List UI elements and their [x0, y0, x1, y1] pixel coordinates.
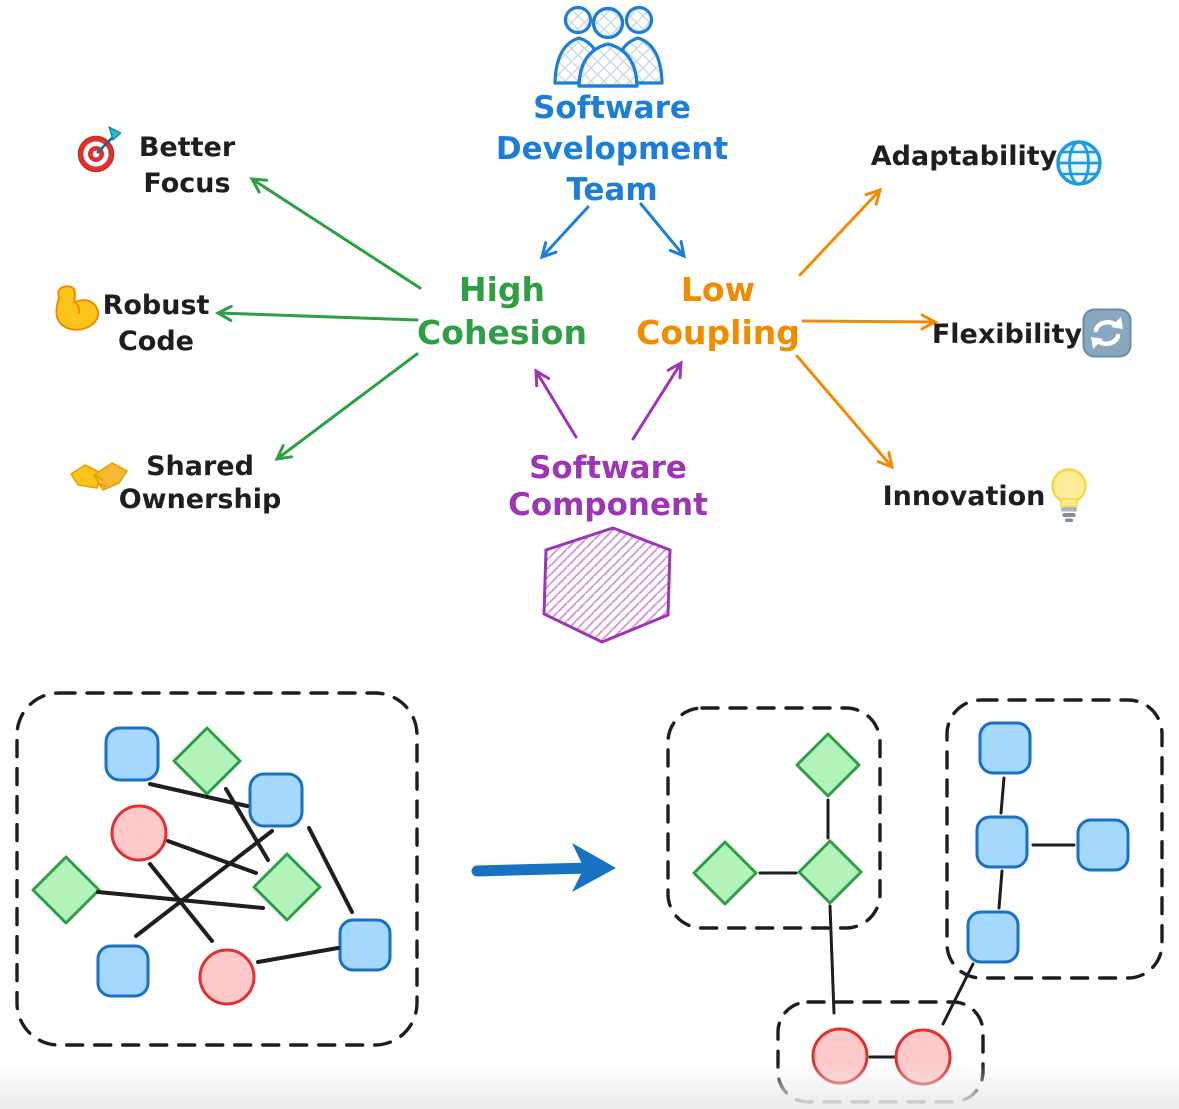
arrow-coupling-to-innovation: [795, 354, 895, 470]
benefit-line: Better: [138, 132, 236, 163]
arrow-component-to-coupling: [631, 360, 683, 441]
red-circle-node: [198, 948, 256, 1006]
blue-square-node: [338, 918, 392, 972]
transformation-arrow: [471, 843, 616, 892]
team-people-icon: [553, 5, 664, 88]
blue-group-box: [945, 698, 1164, 980]
benefit-line: Robust: [102, 290, 210, 321]
shared-ownership-label: Shared Ownership: [119, 450, 282, 516]
tangled-group: [31, 726, 392, 1006]
software-component-line: Software: [529, 450, 687, 486]
robust-code-label: Robust Code: [103, 288, 210, 360]
blue-square-node: [248, 772, 304, 828]
benefit-line: Ownership: [118, 484, 282, 515]
blue-square-node: [966, 910, 1020, 964]
software-component-label: Software Component: [508, 450, 708, 524]
tangled-group-box: [15, 691, 419, 1047]
green-diamond-node: [692, 840, 758, 906]
innovation-label: Innovation: [882, 481, 1046, 512]
green-group-box: [666, 706, 882, 930]
flexibility-label: Flexibility: [931, 319, 1083, 350]
benefit-line: Shared: [146, 451, 254, 482]
arrow-cohesion-to-better-focus: [249, 177, 422, 290]
blue-square-node: [975, 815, 1029, 869]
better-focus-label: Better Focus: [139, 130, 235, 202]
team-label-line: Development: [495, 131, 729, 167]
arrow-team-to-coupling: [639, 202, 687, 259]
arrow-cohesion-to-shared-ownership: [274, 352, 419, 461]
team-label-line: Software: [533, 90, 691, 126]
low-coupling-line: Coupling: [636, 313, 800, 352]
team-label-line: Team: [566, 172, 658, 208]
low-coupling-line: Low: [680, 270, 756, 309]
arrow-cohesion-to-robust-code: [214, 304, 419, 322]
green-diamond-node: [795, 732, 861, 798]
green-diamond-node: [797, 839, 863, 905]
adaptability-label: Adaptability: [870, 141, 1058, 172]
team-label: Software Development Team: [496, 88, 728, 211]
green-diamond-node: [252, 852, 322, 922]
hexagon-component-icon: [542, 526, 672, 644]
blue-square-node: [1076, 818, 1130, 872]
blue-square-node: [978, 721, 1032, 775]
benefit-line: Focus: [143, 168, 231, 199]
high-cohesion-line: Cohesion: [417, 313, 587, 352]
blue-square-node: [96, 944, 150, 998]
organized-groups: [692, 721, 1130, 1086]
high-cohesion-line: High: [458, 270, 546, 309]
green-diamond-node: [31, 855, 101, 925]
group-connections: [758, 776, 1076, 1059]
refresh-icon: [1082, 308, 1132, 358]
handshake-icon: [70, 462, 128, 491]
benefit-line: Code: [117, 326, 194, 357]
high-cohesion-label: High Cohesion: [417, 268, 587, 354]
red-circle-node: [811, 1027, 869, 1085]
arrow-team-to-cohesion: [539, 205, 590, 260]
blue-square-node: [104, 726, 160, 782]
arrow-component-to-cohesion: [534, 368, 578, 439]
arrow-coupling-to-flexibility: [801, 313, 939, 331]
low-coupling-label: Low Coupling: [636, 268, 800, 354]
target-icon: [77, 126, 121, 173]
globe-icon: [1056, 140, 1102, 186]
red-group-box: [776, 1000, 985, 1104]
arrow-coupling-to-adaptability: [798, 187, 883, 277]
software-component-line: Component: [508, 487, 708, 523]
tangled-connections: [96, 782, 354, 964]
red-circle-node: [110, 804, 168, 862]
muscle-icon: [55, 285, 99, 331]
green-diamond-node: [172, 726, 242, 796]
bulb-icon: [1051, 468, 1087, 522]
red-circle-node: [894, 1028, 952, 1086]
